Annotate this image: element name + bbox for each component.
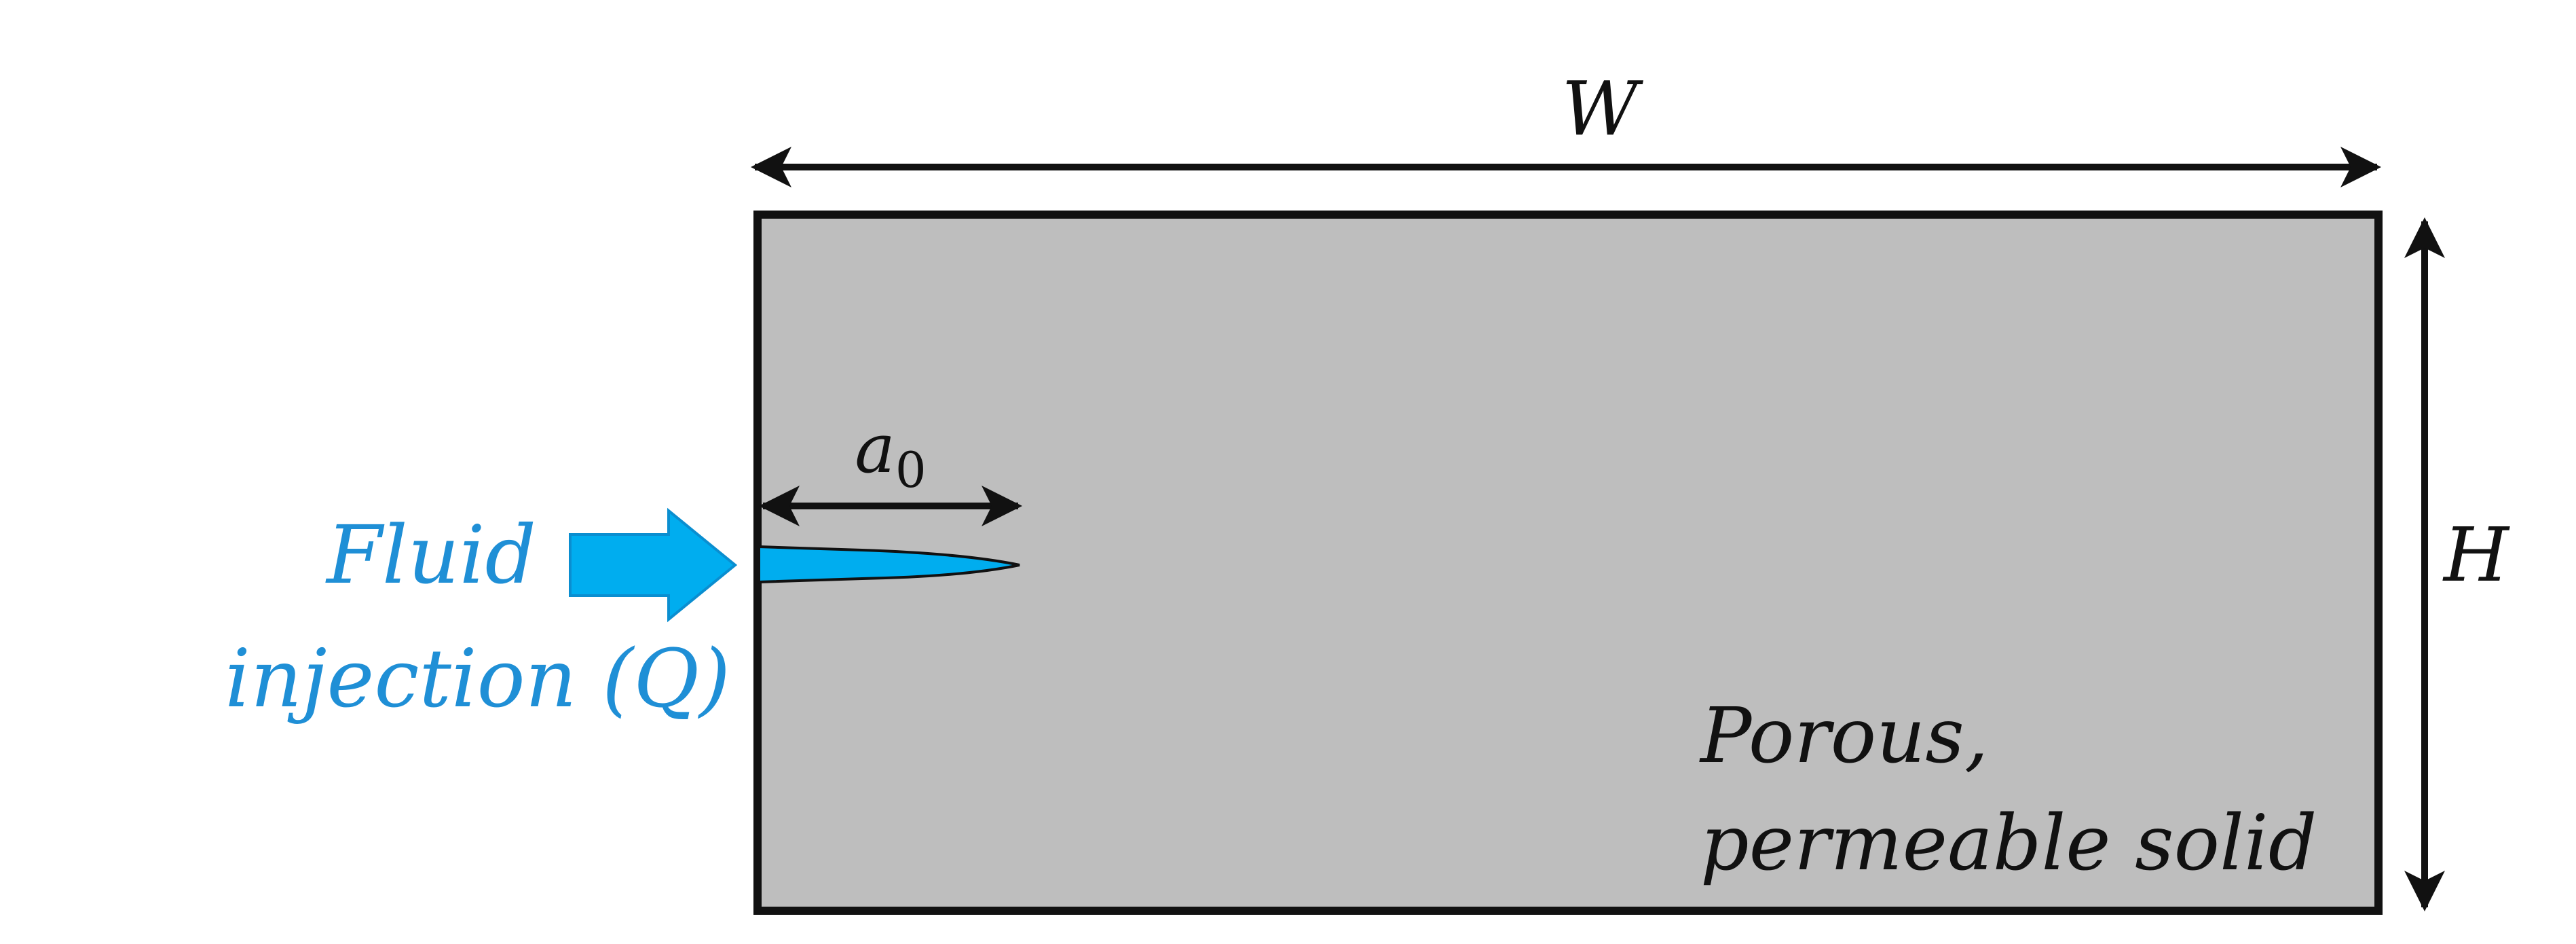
- initial-crack-subscript: 0: [895, 441, 927, 498]
- initial-crack-symbol: a: [855, 409, 895, 488]
- fluid-injection-label-line1: Fluid: [325, 508, 536, 602]
- fluid-injection-label-line2: injection (Q): [225, 632, 730, 725]
- porous-solid-domain: [753, 211, 2383, 915]
- porous-solid-label-line2: permeable solid: [1700, 799, 2317, 888]
- initial-crack-length-label: a0: [855, 409, 926, 498]
- right-arrow-icon: [569, 507, 738, 623]
- fluid-filled-crack: [758, 545, 1020, 584]
- porous-solid-label-line1: Porous,: [1699, 692, 1988, 780]
- height-label: H: [2442, 511, 2510, 598]
- width-label: W: [1561, 65, 1643, 152]
